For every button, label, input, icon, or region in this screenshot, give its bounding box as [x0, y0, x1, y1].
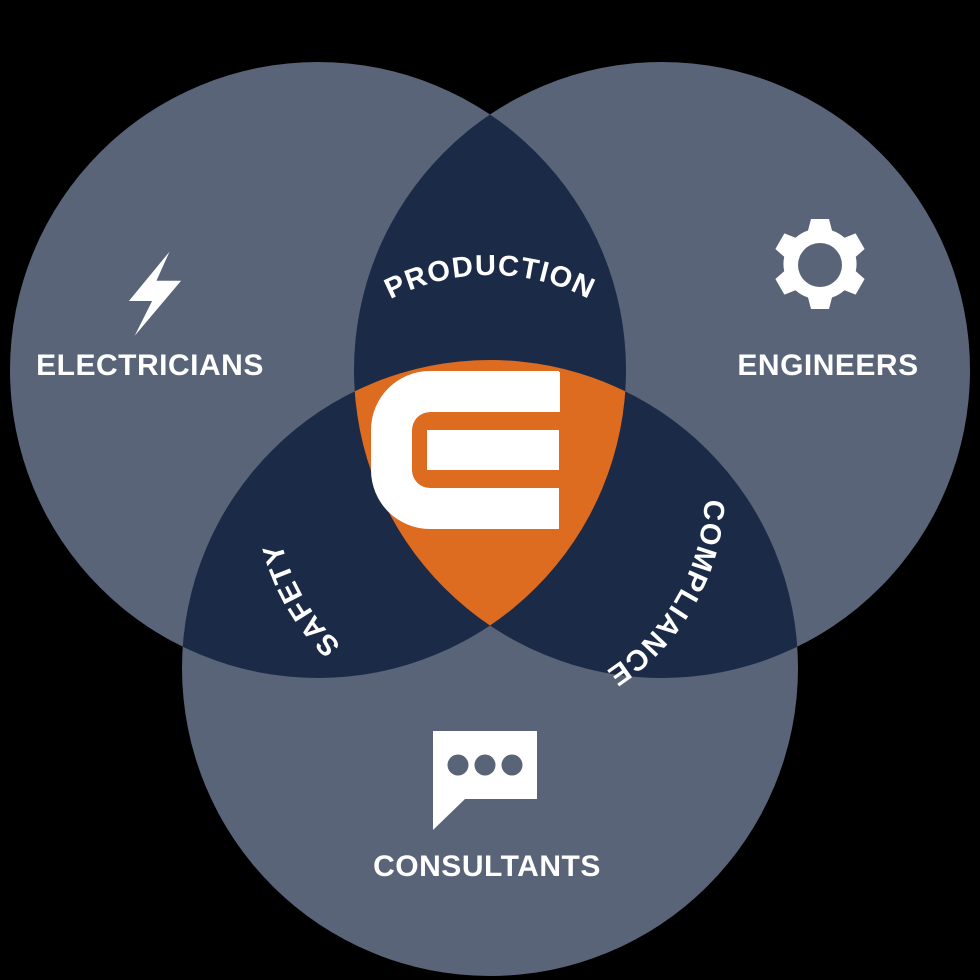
label-electricians: ELECTRICIANS: [36, 349, 264, 382]
label-consultants: CONSULTANTS: [373, 850, 601, 883]
chat-bubble-icon: [433, 731, 537, 830]
lightning-bolt-icon: [128, 251, 182, 336]
center-logo-e: [371, 371, 560, 529]
gear-icon: [775, 219, 865, 309]
label-engineers: ENGINEERS: [737, 349, 918, 382]
